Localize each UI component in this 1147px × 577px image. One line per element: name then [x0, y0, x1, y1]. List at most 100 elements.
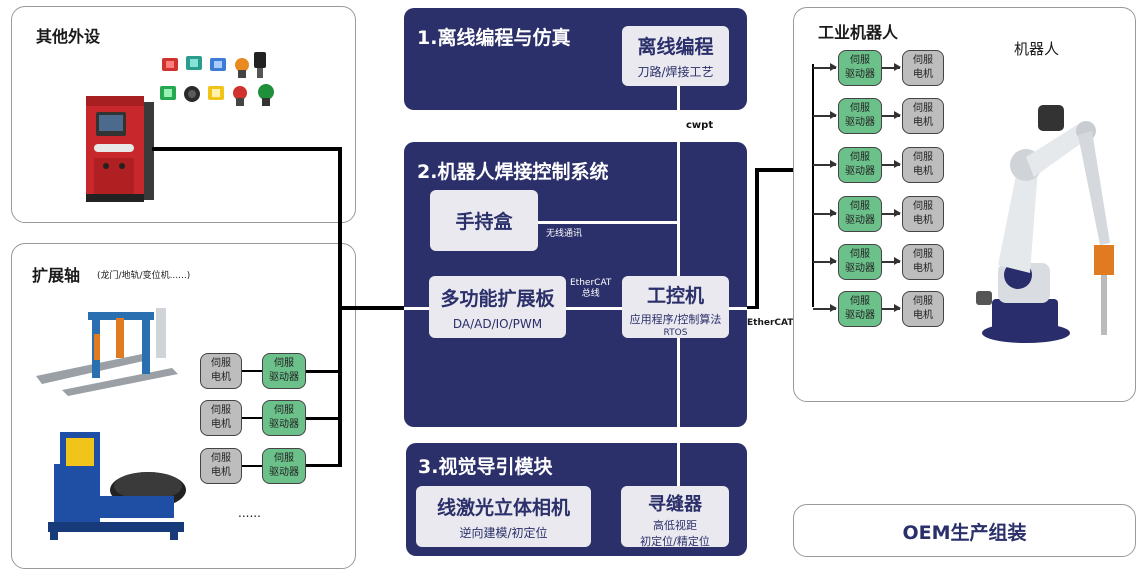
multifunction-board-box: 多功能扩展板 DA/AD/IO/PWM: [429, 276, 566, 338]
arrow-to-motor-3: [882, 161, 901, 167]
drive-link-1: [306, 370, 340, 373]
seam-subtitle-1: 高低视距: [653, 519, 697, 532]
label: 伺服 电机: [913, 296, 933, 321]
offline-programming-box: 离线编程 刀路/焊接工艺: [622, 26, 729, 86]
welder-machine-image: [86, 96, 154, 202]
robot-servo-drive-6: 伺服 驱动器: [838, 291, 882, 327]
vision-section-title: 3.视觉导引模块: [418, 456, 553, 478]
arrow-to-motor-2: [882, 112, 901, 118]
arrow-to-drive-1: [813, 64, 837, 70]
arrow-to-drive-6: [813, 305, 837, 311]
control-section-title: 2.机器人焊接控制系统: [417, 161, 609, 183]
robot-drive-bus: [812, 64, 814, 307]
ext-servo-motor-1: 伺服 电机: [200, 353, 242, 389]
oem-title: OEM生产组装: [902, 522, 1027, 544]
arrow-to-drive-2: [813, 112, 837, 118]
label: 伺服 驱动器: [845, 152, 875, 177]
robot-servo-drive-5: 伺服 驱动器: [838, 244, 882, 280]
label: 伺服 电机: [913, 55, 933, 80]
gantry-image: [36, 308, 178, 396]
label: 伺服 驱动器: [845, 249, 875, 274]
label: 伺服 驱动器: [269, 358, 299, 383]
ethercat-bus-to-robot: [755, 168, 813, 172]
positioner-image: [48, 432, 186, 540]
robot-arm-image: [976, 105, 1114, 343]
label: 伺服 电机: [211, 358, 231, 383]
drive-link-2: [306, 417, 340, 420]
robot-servo-motor-1: 伺服 电机: [902, 50, 944, 86]
robot-servo-motor-6: 伺服 电机: [902, 291, 944, 327]
multi-board-title: 多功能扩展板: [440, 288, 555, 310]
robot-servo-motor-5: 伺服 电机: [902, 244, 944, 280]
arrow-to-motor-6: [882, 305, 901, 311]
label: 伺服 驱动器: [845, 296, 875, 321]
robot-label: 机器人: [1014, 40, 1060, 58]
peripherals-panel: 其他外设: [11, 6, 356, 223]
robot-servo-motor-3: 伺服 电机: [902, 147, 944, 183]
label: 伺服 电机: [913, 103, 933, 128]
offline-box-title: 离线编程: [637, 36, 714, 58]
robot-servo-drive-3: 伺服 驱动器: [838, 147, 882, 183]
camera-title: 线激光立体相机: [436, 497, 570, 519]
cwpt-label: cwpt: [686, 120, 714, 131]
label: 伺服 电机: [211, 405, 231, 430]
multi-ipc-link: [404, 307, 747, 310]
ext-servo-motor-3: 伺服 电机: [200, 448, 242, 484]
welder-cable-h: [152, 147, 342, 151]
robot-servo-drive-4: 伺服 驱动器: [838, 196, 882, 232]
ext-servo-drive-3: 伺服 驱动器: [262, 448, 306, 484]
label: 伺服 电机: [913, 201, 933, 226]
handheld-title: 手持盒: [455, 211, 513, 233]
label: 伺服 驱动器: [845, 103, 875, 128]
arrow-to-motor-4: [882, 210, 901, 216]
ipc-subtitle-rtos: RTOS: [663, 328, 688, 338]
wireless-label: 无线通讯: [546, 229, 583, 239]
external-axis-subtitle: (龙门/地轨/变位机......): [97, 271, 191, 281]
offline-box-subtitle: 刀路/焊接工艺: [637, 65, 714, 79]
seam-finder-box: 寻缝器 高低视距 初定位/精定位: [621, 486, 729, 548]
ipc-subtitle: 应用程序/控制算法: [629, 313, 722, 326]
robot-servo-motor-2: 伺服 电机: [902, 98, 944, 134]
robot-servo-motor-4: 伺服 电机: [902, 196, 944, 232]
label: 伺服 电机: [211, 453, 231, 478]
ethercat-small-label: EtherCAT 总线: [570, 278, 611, 300]
arrow-to-motor-5: [882, 258, 901, 264]
ethercat-top: EtherCAT: [570, 278, 612, 288]
ethercat-bus-vertical: [755, 168, 759, 309]
label: 伺服 电机: [913, 152, 933, 177]
ext-servo-drive-2: 伺服 驱动器: [262, 400, 306, 436]
handheld-link: [538, 221, 679, 224]
laser-stereo-camera-box: 线激光立体相机 逆向建模/初定位: [416, 486, 591, 547]
label: 伺服 驱动器: [845, 55, 875, 80]
robot-servo-drive-1: 伺服 驱动器: [838, 50, 882, 86]
seam-title: 寻缝器: [648, 494, 702, 515]
drive-link-3: [306, 464, 340, 467]
seam-subtitle-2: 初定位/精定位: [640, 535, 710, 548]
label: 伺服 驱动器: [845, 201, 875, 226]
robot-panel-title: 工业机器人: [818, 23, 899, 42]
ethercat-bus-label: EtherCAT总线: [747, 318, 812, 328]
arrow-to-drive-5: [813, 258, 837, 264]
camera-subtitle: 逆向建模/初定位: [459, 526, 548, 540]
external-axis-title: 扩展轴: [32, 266, 81, 285]
connector: [242, 370, 262, 372]
connector: [242, 465, 262, 467]
ipc-title: 工控机: [646, 285, 704, 307]
arrow-to-motor-1: [882, 64, 901, 70]
label: 伺服 电机: [913, 249, 933, 274]
industrial-pc-box: 工控机 应用程序/控制算法 RTOS: [622, 276, 729, 338]
ethercat-bottom: 总线: [581, 289, 600, 299]
ext-servo-motor-2: 伺服 电机: [200, 400, 242, 436]
push-buttons-image: [160, 52, 274, 106]
multi-board-subtitle: DA/AD/IO/PWM: [452, 317, 543, 331]
arrow-to-drive-4: [813, 210, 837, 216]
left-bus-to-center: [338, 306, 404, 310]
connector: [242, 417, 262, 419]
label: 伺服 驱动器: [269, 405, 299, 430]
ext-servo-drive-1: 伺服 驱动器: [262, 353, 306, 389]
ethercat-bus-out: [747, 306, 757, 309]
oem-assembly-panel: OEM生产组装: [793, 504, 1136, 557]
arrow-to-drive-3: [813, 161, 837, 167]
handheld-pendant-box: 手持盒: [430, 190, 538, 251]
ext-axis-ellipsis: ......: [238, 506, 261, 520]
